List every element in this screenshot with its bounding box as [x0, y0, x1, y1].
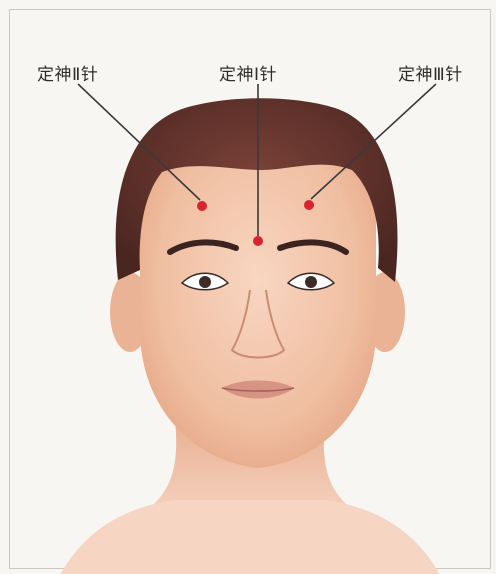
label-dingshen-2: 定神Ⅱ针 [37, 60, 98, 85]
shoulders [60, 500, 440, 574]
acupoint-1 [253, 236, 263, 246]
acupoint-2 [197, 201, 207, 211]
acupoint-3 [304, 200, 314, 210]
label-dingshen-1: 定神Ⅰ针 [219, 60, 277, 85]
label-dingshen-3: 定神Ⅲ针 [398, 60, 463, 85]
